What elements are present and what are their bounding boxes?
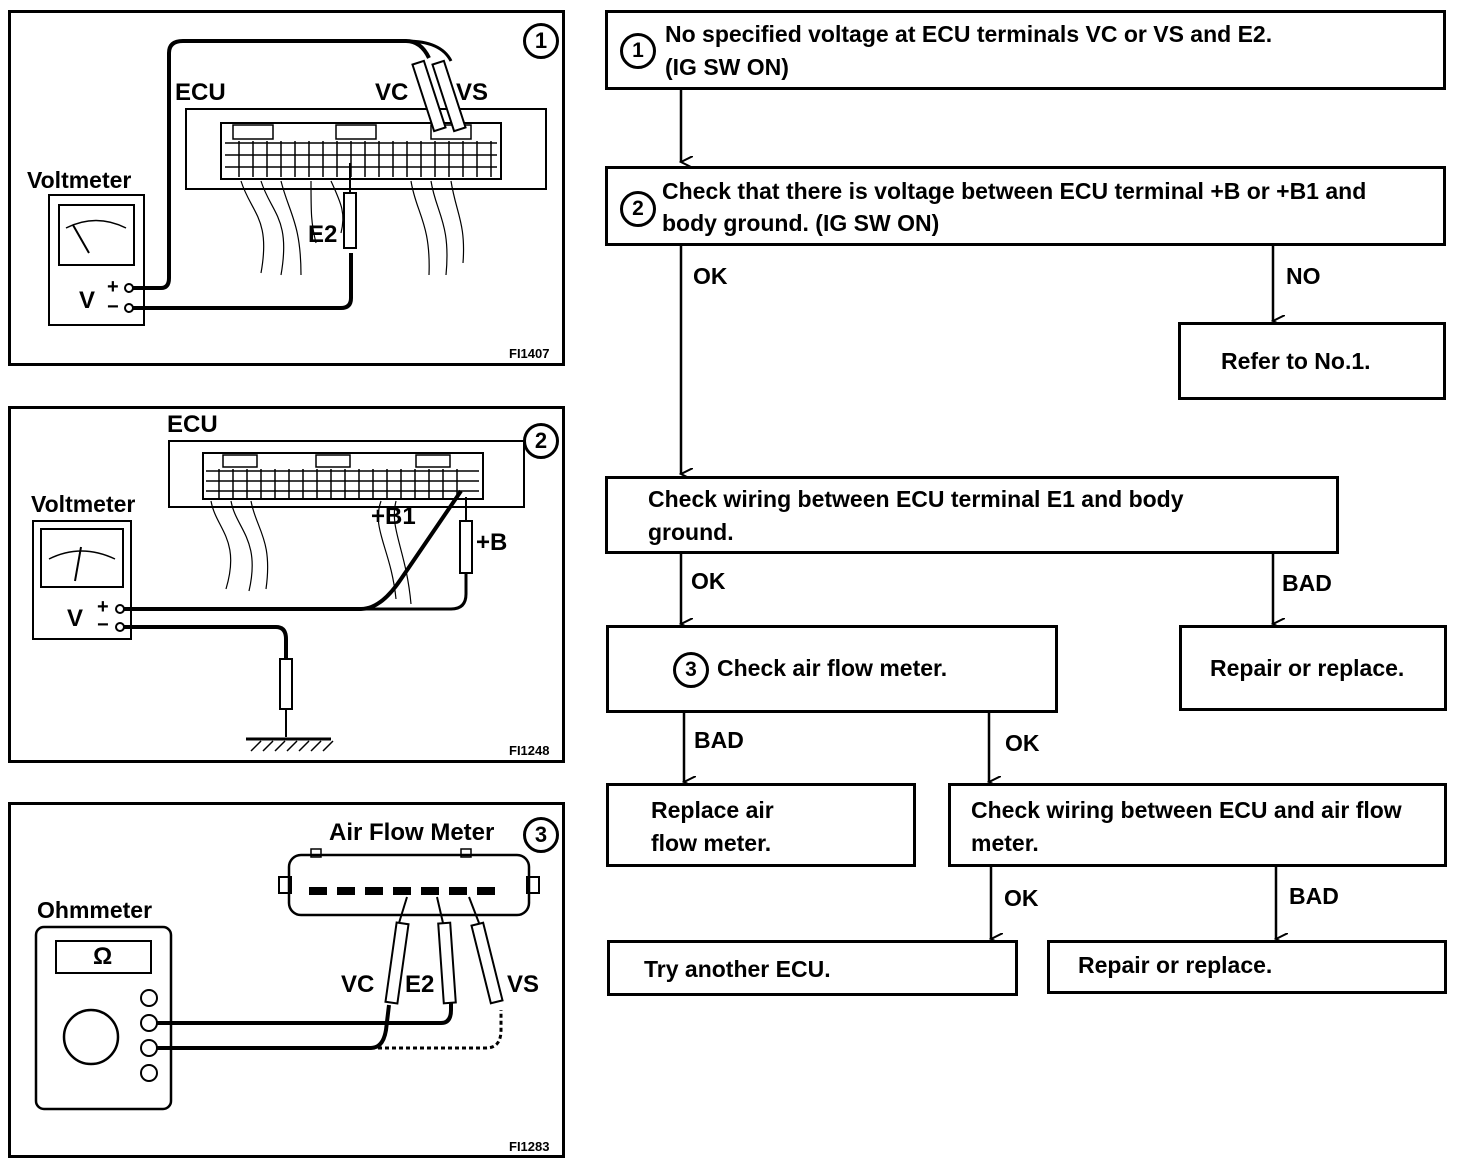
- voltmeter-label: Voltmeter: [31, 491, 136, 517]
- figure-code: FI1283: [509, 1139, 550, 1154]
- wiring-afm-line-2: meter.: [971, 830, 1039, 856]
- repair-box-1: Repair or replace.: [1179, 625, 1447, 711]
- refer-box: Refer to No.1.: [1178, 322, 1446, 400]
- meter-v-label: V: [67, 605, 84, 632]
- probe-label-e2: E2: [308, 221, 338, 248]
- replace-afm-box: Replace air flow meter.: [606, 783, 916, 867]
- step-2-line-2: body ground. (IG SW ON): [662, 210, 940, 236]
- edge-step3-ok: OK: [1005, 730, 1040, 756]
- probe-label-vc: VC: [375, 79, 409, 106]
- figure-code: FI1407: [509, 346, 550, 361]
- panel-2-number: 2: [523, 423, 559, 459]
- meter-minus-label: −: [107, 296, 119, 318]
- diagram-panel-2: 2 ECU Voltmeter +B1 +B V + − FI1248: [8, 406, 565, 763]
- step-3-box: 3 Check air flow meter.: [606, 625, 1058, 713]
- try-ecu-text: Try another ECU.: [644, 956, 831, 982]
- probe-label-b1: +B1: [371, 503, 416, 530]
- repair-box-2: Repair or replace.: [1047, 940, 1447, 994]
- step-1-line-1: No specified voltage at ECU terminals VC…: [665, 21, 1273, 47]
- probe-label-vs: VS: [456, 79, 489, 106]
- step-1-line-2: (IG SW ON): [665, 54, 789, 80]
- step-2-number: 2: [620, 191, 656, 227]
- air-flow-meter-label: Air Flow Meter: [329, 819, 495, 846]
- ohmmeter-afm-illustration: [34, 848, 540, 1111]
- ecu-label: ECU: [175, 79, 226, 106]
- probe-label-vc: VC: [341, 971, 375, 998]
- meter-minus-label: −: [97, 614, 109, 636]
- panel-3-number: 3: [523, 817, 559, 853]
- replace-afm-line-1: Replace air: [651, 797, 774, 823]
- replace-afm-line-2: flow meter.: [651, 830, 772, 856]
- step-2-box: 2 Check that there is voltage between EC…: [605, 166, 1446, 246]
- figure-code: FI1248: [509, 743, 550, 758]
- voltmeter-label: Voltmeter: [27, 167, 132, 193]
- ohmmeter-label: Ohmmeter: [37, 897, 153, 923]
- edge-afm-bad: BAD: [1289, 883, 1339, 909]
- diagram-panel-1: 1 ECU VC VS E2 Voltmeter V + − FI1407: [8, 10, 565, 366]
- step-1-box: 1 No specified voltage at ECU terminals …: [605, 10, 1446, 90]
- repair-text-1: Repair or replace.: [1210, 655, 1405, 681]
- repair-text-2: Repair or replace.: [1078, 952, 1273, 978]
- wiring-afm-line-1: Check wiring between ECU and air flow: [971, 797, 1402, 823]
- edge-step2-ok: OK: [693, 263, 728, 289]
- probe-label-vs: VS: [507, 971, 540, 998]
- meter-v-label: V: [79, 287, 96, 314]
- wiring-e1-box: Check wiring between ECU terminal E1 and…: [605, 476, 1339, 554]
- meter-plus-label: +: [107, 276, 119, 298]
- step-3-number: 3: [673, 652, 709, 688]
- refer-text: Refer to No.1.: [1221, 348, 1371, 374]
- wiring-afm-box: Check wiring between ECU and air flow me…: [948, 783, 1447, 867]
- try-ecu-box: Try another ECU.: [607, 940, 1018, 996]
- step-3-text: Check air flow meter.: [717, 655, 948, 681]
- probe-label-b: +B: [476, 529, 508, 556]
- wiring-e1-line-2: ground.: [648, 519, 734, 545]
- edge-e1-ok: OK: [691, 568, 726, 594]
- step-2-line-1: Check that there is voltage between ECU …: [662, 178, 1367, 204]
- wiring-e1-line-1: Check wiring between ECU terminal E1 and…: [648, 486, 1184, 512]
- voltmeter-ecu-illustration: [48, 39, 547, 326]
- ecu-label: ECU: [167, 411, 218, 438]
- voltmeter-ground-illustration: [32, 440, 525, 752]
- diagram-panel-3: 3 Air Flow Meter Ohmmeter Ω VC E2 VS FI1…: [8, 802, 565, 1158]
- step-1-number: 1: [620, 33, 656, 69]
- edge-afm-ok: OK: [1004, 885, 1039, 911]
- probe-label-e2: E2: [405, 971, 435, 998]
- edge-step2-no: NO: [1286, 263, 1321, 289]
- edge-e1-bad: BAD: [1282, 570, 1332, 596]
- panel-1-number: 1: [523, 23, 559, 59]
- meter-plus-label: +: [97, 596, 109, 618]
- edge-step3-bad: BAD: [694, 727, 744, 753]
- ohm-symbol: Ω: [93, 943, 113, 970]
